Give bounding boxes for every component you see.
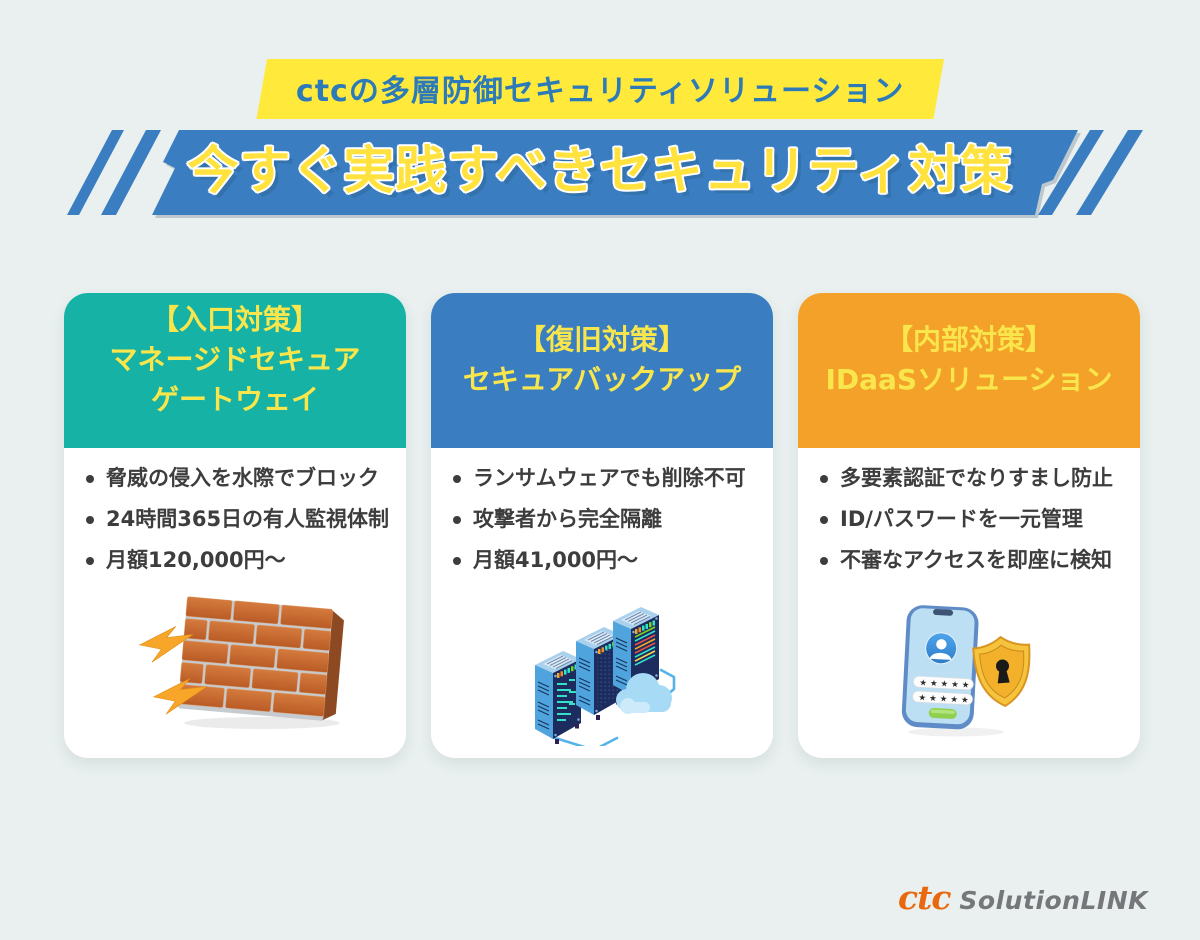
bullet-item: 攻撃者から完全隔離 bbox=[453, 499, 773, 540]
bullet-item: 多要素認証でなりすまし防止 bbox=[820, 458, 1140, 499]
banner-slashes-right bbox=[1038, 130, 1143, 215]
card-title-line: マネージドセキュア bbox=[109, 342, 361, 376]
svg-text:★★★★★: ★★★★★ bbox=[918, 693, 972, 706]
bullet-item: ランサムウェアでも削除不可 bbox=[453, 458, 773, 499]
card-category: 【復旧対策】 bbox=[517, 322, 686, 356]
card-header: 【内部対策】 IDaaSソリューション bbox=[798, 293, 1140, 448]
bullet-item: 月額120,000円〜 bbox=[86, 540, 406, 581]
card-title-line: セキュアバックアップ bbox=[462, 362, 742, 396]
banner-graphic bbox=[67, 130, 1143, 215]
page-title: 今すぐ実践すべきセキュリティ対策 bbox=[187, 142, 1013, 201]
keyhole-icon bbox=[996, 659, 1010, 673]
card-illustration bbox=[120, 581, 350, 745]
card-illustration: ★★★★★ ★★★★★ bbox=[874, 601, 1064, 745]
card-header: 【復旧対策】 セキュアバックアップ bbox=[431, 293, 773, 448]
card-header: 【入口対策】 マネージドセキュアゲートウェイ bbox=[64, 293, 406, 448]
card-title-line: IDaaSソリューション bbox=[825, 362, 1113, 396]
cloud-icon bbox=[616, 673, 672, 714]
svg-text:★★★★★: ★★★★★ bbox=[919, 678, 973, 691]
bullet-item: 脅威の侵入を水際でブロック bbox=[86, 458, 406, 499]
security-shield-icon bbox=[972, 635, 1031, 708]
card-category: 【内部対策】 bbox=[884, 322, 1053, 356]
logo-ctc: ctc bbox=[897, 878, 951, 917]
lightning-bolt-icon bbox=[138, 626, 208, 715]
banner-ribbon bbox=[152, 130, 1078, 215]
bullet-item: ID/パスワードを一元管理 bbox=[820, 499, 1140, 540]
card-title-line: ゲートウェイ bbox=[150, 382, 319, 416]
bullet-item: 不審なアクセスを即座に検知 bbox=[820, 540, 1140, 581]
backup-servers-illustration bbox=[534, 606, 676, 752]
logo-product-name: SolutionLINK bbox=[959, 886, 1148, 915]
password-field: ★★★★★ bbox=[912, 690, 973, 706]
card-bullet-list: ランサムウェアでも削除不可攻撃者から完全隔離月額41,000円〜 bbox=[431, 448, 773, 581]
card-illustration bbox=[475, 531, 725, 752]
bullet-item: 月額41,000円〜 bbox=[453, 540, 773, 581]
password-field: ★★★★★ bbox=[913, 675, 974, 691]
bullet-item: 24時間365日の有人監視体制 bbox=[86, 499, 406, 540]
card-category: 【入口対策】 bbox=[150, 302, 319, 336]
idaas-illustration: ★★★★★ ★★★★★ bbox=[901, 605, 1031, 737]
firewall-illustration bbox=[138, 596, 344, 729]
banner-slashes-left bbox=[67, 130, 161, 215]
phone-notch bbox=[933, 608, 954, 616]
brand-logo: ctc SolutionLINK bbox=[898, 878, 1148, 917]
solution-card-2: 【復旧対策】 セキュアバックアップ ランサムウェアでも削除不可攻撃者から完全隔離… bbox=[431, 293, 773, 758]
